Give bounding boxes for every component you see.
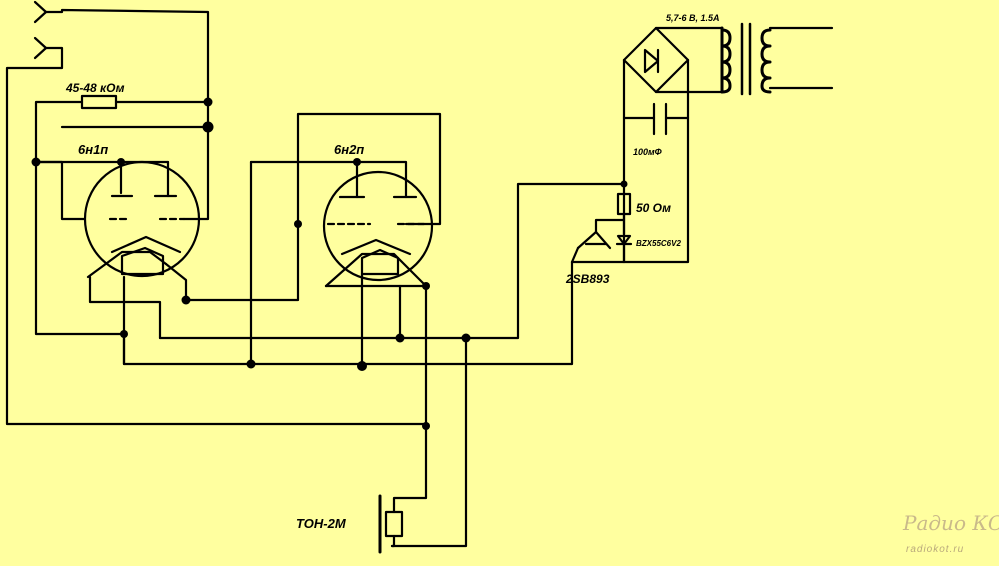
label-resistor-50: 50 Ом [636,201,671,215]
label-psu: 5,7-6 В, 1.5А [666,13,720,23]
label-zener: BZX55C6V2 [636,239,681,248]
headphones-tone2m [378,494,404,554]
input-jack-bottom [5,36,428,426]
label-tube2: 6н2п [334,142,364,157]
input-resistor-branch [34,94,210,336]
watermark-title: Радио КОТ [902,511,999,535]
tube2-wiring [249,160,434,506]
label-headphones: ТОН-2М [296,516,347,531]
label-capacitor: 100мФ [633,147,662,157]
tube1-envelope [83,160,201,278]
zener-diode [616,234,632,246]
input-jack-top [33,0,210,102]
junction-dots [31,97,628,430]
bus-lines [122,182,626,548]
tube2-envelope [322,170,434,282]
watermark-url: radiokot.ru [906,544,964,555]
transformer [720,22,834,96]
label-tube1: 6н1п [78,142,108,157]
label-resistor-45k: 45-48 кОм [65,81,125,95]
label-transistor: 2SB893 [565,272,610,286]
